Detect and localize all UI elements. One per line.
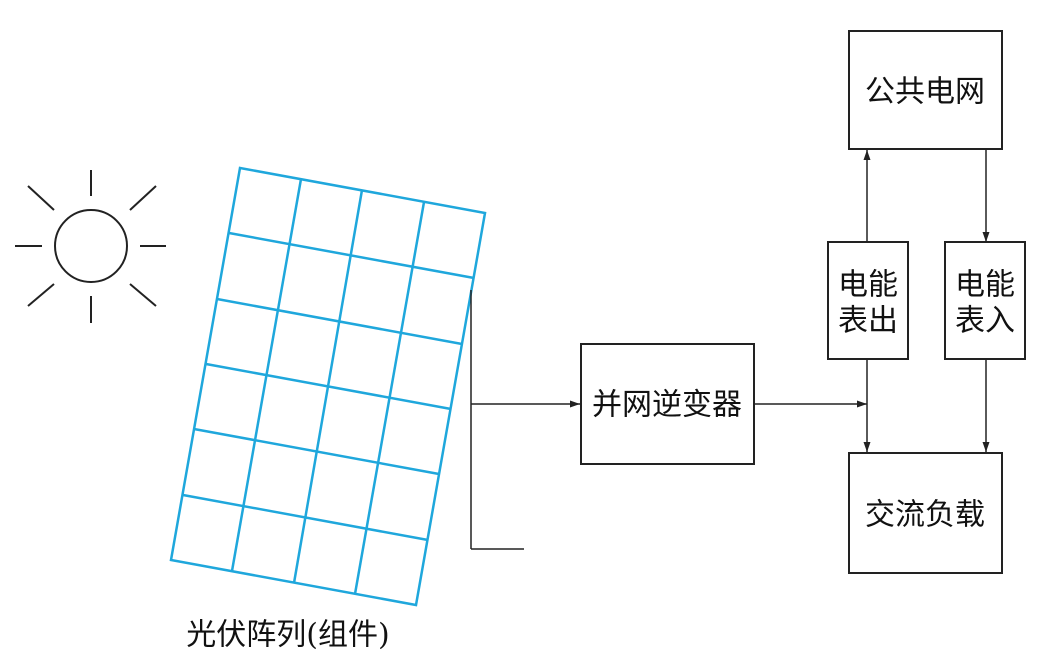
connections bbox=[470, 150, 990, 550]
pv-array bbox=[169, 166, 487, 607]
pv-array-label: 光伏阵列(组件) bbox=[186, 618, 389, 653]
ac-load-label: 交流负载 bbox=[865, 498, 985, 533]
inverter-box bbox=[580, 343, 755, 465]
meter-out-box bbox=[827, 241, 909, 360]
ac-load-box bbox=[848, 452, 1003, 574]
meter-in-label-line1: 电能 bbox=[955, 268, 1015, 303]
meter-in-label-line2: 表入 bbox=[955, 304, 1015, 339]
grid-box bbox=[848, 30, 1003, 150]
sun-icon bbox=[15, 170, 166, 323]
meter-out-label-line2: 表出 bbox=[838, 304, 898, 339]
meter-in-box bbox=[944, 241, 1026, 360]
grid-label: 公共电网 bbox=[865, 75, 985, 110]
meter-out-label-line1: 电能 bbox=[838, 268, 898, 303]
inverter-label: 并网逆变器 bbox=[592, 388, 742, 423]
